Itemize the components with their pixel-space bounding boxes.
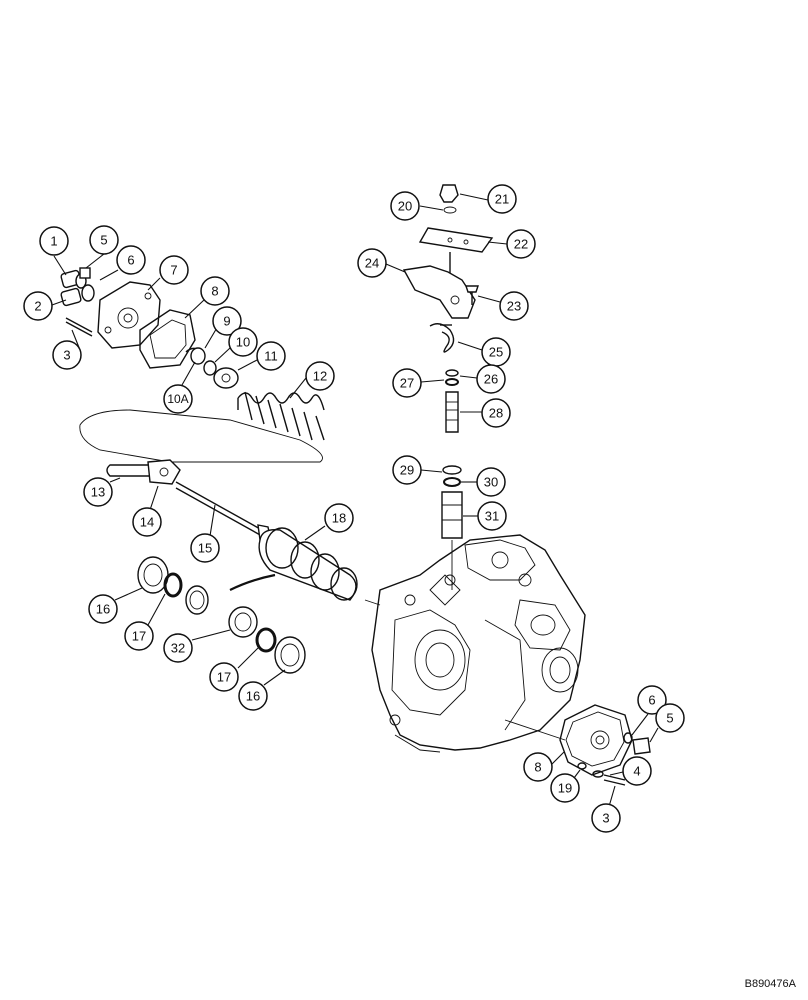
svg-text:17: 17 — [132, 629, 146, 644]
callout-26: 26 — [476, 364, 506, 394]
callout-22: 22 — [506, 229, 536, 259]
callout-31: 31 — [477, 501, 507, 531]
drawing-code: B890476A — [744, 978, 796, 990]
svg-text:20: 20 — [398, 199, 412, 214]
callout-16-left: 16 — [88, 594, 118, 624]
spring — [237, 391, 325, 441]
callout-5: 5 — [89, 225, 119, 255]
svg-text:24: 24 — [365, 256, 379, 271]
svg-text:16: 16 — [246, 689, 260, 704]
callout-4: 4 — [622, 756, 652, 786]
callout-14: 14 — [132, 507, 162, 537]
right-cover-group — [559, 704, 651, 786]
svg-text:3: 3 — [63, 348, 70, 363]
callout-5-right: 5 — [655, 703, 685, 733]
svg-text:29: 29 — [400, 463, 414, 478]
svg-text:5: 5 — [666, 711, 673, 726]
svg-text:30: 30 — [484, 475, 498, 490]
callout-27: 27 — [392, 368, 422, 398]
callout-12: 12 — [305, 361, 335, 391]
svg-text:32: 32 — [171, 641, 185, 656]
spool-group — [445, 369, 459, 433]
svg-text:26: 26 — [484, 372, 498, 387]
callout-3-right: 3 — [591, 803, 621, 833]
callout-28: 28 — [481, 398, 511, 428]
svg-text:9: 9 — [223, 314, 230, 329]
svg-text:14: 14 — [140, 515, 154, 530]
svg-text:4: 4 — [633, 764, 640, 779]
svg-text:10A: 10A — [167, 392, 188, 406]
callout-30: 30 — [476, 467, 506, 497]
svg-text:27: 27 — [400, 376, 414, 391]
callout-10a: 10A — [163, 384, 193, 414]
svg-text:25: 25 — [489, 345, 503, 360]
callout-20: 20 — [390, 191, 420, 221]
callout-8: 8 — [200, 276, 230, 306]
svg-text:6: 6 — [648, 693, 655, 708]
svg-text:1: 1 — [50, 234, 57, 249]
callout-8-right: 8 — [523, 752, 553, 782]
svg-text:8: 8 — [211, 284, 218, 299]
callout-15: 15 — [190, 533, 220, 563]
callout-24: 24 — [357, 248, 387, 278]
svg-text:15: 15 — [198, 541, 212, 556]
left-cover-group — [60, 267, 196, 369]
callout-1: 1 — [39, 226, 69, 256]
callout-16-lower: 16 — [238, 681, 268, 711]
svg-text:18: 18 — [332, 511, 346, 526]
sleeve-group — [441, 465, 463, 560]
svg-text:5: 5 — [100, 233, 107, 248]
callout-3: 3 — [52, 340, 82, 370]
piston — [258, 527, 358, 601]
callout-11: 11 — [256, 341, 286, 371]
callout-18: 18 — [324, 503, 354, 533]
callout-32: 32 — [163, 633, 193, 663]
svg-text:23: 23 — [507, 299, 521, 314]
callout-2: 2 — [23, 291, 53, 321]
piston-rod-group — [106, 459, 271, 541]
callout-13: 13 — [83, 477, 113, 507]
svg-text:3: 3 — [602, 811, 609, 826]
valve-small-parts — [185, 347, 239, 389]
svg-text:19: 19 — [558, 781, 572, 796]
parts-line-art — [60, 184, 651, 786]
callout-29: 29 — [392, 455, 422, 485]
callout-7: 7 — [159, 255, 189, 285]
callout-6: 6 — [116, 245, 146, 275]
svg-text:11: 11 — [264, 349, 278, 364]
svg-text:10: 10 — [236, 335, 250, 350]
svg-text:28: 28 — [489, 406, 503, 421]
svg-text:16: 16 — [96, 602, 110, 617]
svg-text:21: 21 — [495, 192, 509, 207]
callout-leader-lines — [51, 193, 659, 811]
svg-text:6: 6 — [127, 253, 134, 268]
svg-text:22: 22 — [514, 237, 528, 252]
callout-19: 19 — [550, 773, 580, 803]
svg-text:17: 17 — [217, 670, 231, 685]
callout-10: 10 — [228, 327, 258, 357]
callout-17-lower: 17 — [209, 662, 239, 692]
pump-housing — [371, 534, 586, 753]
control-linkage-group — [402, 184, 494, 353]
seal-rings — [137, 556, 306, 674]
svg-text:2: 2 — [34, 299, 41, 314]
callout-23: 23 — [499, 291, 529, 321]
svg-text:8: 8 — [534, 760, 541, 775]
callout-6-right: 6 — [637, 685, 667, 715]
callout-21: 21 — [487, 184, 517, 214]
callout-17-left: 17 — [124, 621, 154, 651]
svg-text:12: 12 — [313, 369, 327, 384]
svg-text:31: 31 — [485, 509, 499, 524]
callout-25: 25 — [481, 337, 511, 367]
svg-text:7: 7 — [170, 263, 177, 278]
svg-text:13: 13 — [91, 485, 105, 500]
callout-9: 9 — [212, 306, 242, 336]
